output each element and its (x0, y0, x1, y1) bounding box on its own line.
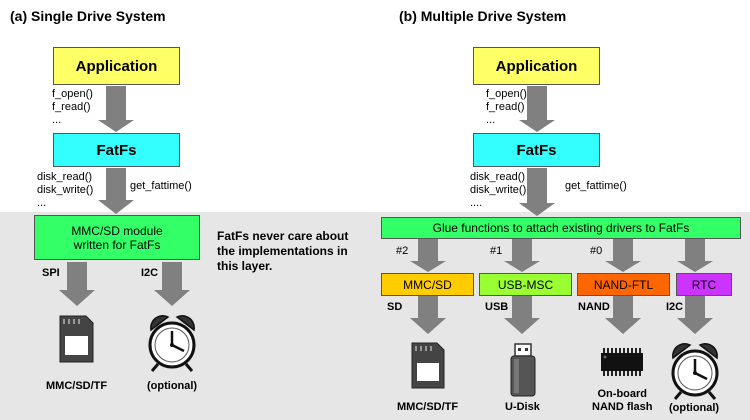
multi-clock-caption: (optional) (669, 402, 720, 414)
multi-application-box: Application (473, 47, 600, 85)
mmc-sd-module-box: MMC/SD module written for FatFs (34, 215, 200, 260)
arrow-multi-fatfs-glue (519, 168, 555, 216)
arrow-glue-usbmsc (504, 239, 540, 272)
arrow-glue-nandftl (605, 239, 641, 272)
module-line-1: MMC/SD module (71, 223, 163, 238)
i2c-label: I2C (141, 267, 159, 279)
drive-number-2: #2 (396, 245, 409, 257)
note-line-1: FatFs never care about (217, 229, 349, 243)
multi-card-caption: MMC/SD/TF (397, 401, 459, 413)
single-app-calls: f_open() f_read() ... (52, 88, 93, 127)
note-line-2: the implementations in (217, 244, 348, 258)
bus-label-nand: NAND (578, 301, 610, 313)
mmc-sd-driver-box: MMC/SD (381, 273, 474, 296)
arrow-single-spi (59, 262, 95, 306)
call-f-open: f_open() (52, 88, 93, 100)
note-line-3: this layer. (217, 259, 273, 273)
drive-number-1: #1 (490, 245, 503, 257)
arrow-glue-rtc (677, 239, 713, 272)
call-disk-write: disk_write() (37, 184, 94, 196)
bus-label-i2c: I2C (666, 301, 684, 313)
rtc-driver-box: RTC (676, 273, 732, 296)
sd-card-icon (59, 315, 94, 363)
call-ellipsis: ... (486, 114, 496, 126)
single-disk-calls: disk_read() disk_write() ... (37, 171, 93, 210)
call-f-read: f_read() (52, 101, 91, 113)
nand-ftl-driver-box: NAND-FTL (577, 273, 670, 296)
arrow-multi-app-fatfs (519, 86, 555, 132)
glue-functions-box: Glue functions to attach existing driver… (381, 217, 741, 239)
arrow-single-i2c (154, 262, 190, 306)
call-ellipsis: ... (37, 197, 47, 209)
multi-disk-calls: disk_read() disk_write() .... (470, 171, 526, 210)
arrow-glue-mmcsd (410, 239, 446, 272)
call-f-read: f_read() (486, 101, 525, 113)
drive-number-0: #0 (590, 245, 603, 257)
nand-caption-line-2: NAND flash (592, 401, 653, 413)
single-clock-caption: (optional) (147, 380, 198, 392)
single-drive-title: (a) Single Drive System (10, 8, 166, 24)
call-disk-write: disk_write() (470, 184, 527, 196)
alarm-clock-icon (148, 315, 196, 372)
spi-label: SPI (42, 267, 60, 279)
chip-icon (601, 348, 643, 376)
single-card-caption: MMC/SD/TF (46, 380, 108, 392)
multi-get-fattime: get_fattime() (565, 180, 627, 192)
nand-flash-caption: On-board NAND flash (592, 388, 653, 414)
arrow-nandftl-chip (605, 296, 641, 334)
multi-drive-title: (b) Multiple Drive System (399, 8, 567, 24)
call-ellipsis: .... (470, 197, 483, 209)
single-application-box: Application (53, 47, 180, 85)
arrow-usbmsc-usb (504, 296, 540, 334)
arrow-single-fatfs-module (98, 168, 134, 214)
usb-disk-caption: U-Disk (505, 401, 540, 413)
call-ellipsis: ... (52, 114, 62, 126)
usb-stick-icon (510, 343, 536, 397)
call-disk-read: disk_read() (470, 171, 526, 183)
call-f-open: f_open() (486, 88, 527, 100)
call-disk-read: disk_read() (37, 171, 93, 183)
arrow-rtc-clock (677, 296, 713, 334)
multi-fatfs-box: FatFs (473, 133, 600, 167)
implementation-note: FatFs never care about the implementatio… (217, 229, 348, 274)
nand-caption-line-1: On-board (597, 388, 648, 400)
arrow-mmcsd-card (410, 296, 446, 334)
single-fatfs-box: FatFs (53, 133, 180, 167)
module-line-2: written for FatFs (73, 237, 161, 252)
usb-msc-driver-box: USB-MSC (479, 273, 572, 296)
bus-label-sd: SD (387, 301, 403, 313)
multi-app-calls: f_open() f_read() ... (486, 88, 527, 127)
single-get-fattime: get_fattime() (130, 180, 192, 192)
bus-label-usb: USB (485, 301, 509, 313)
sd-card-icon (411, 342, 445, 389)
arrow-single-app-fatfs (98, 86, 134, 132)
alarm-clock-icon (671, 343, 719, 400)
